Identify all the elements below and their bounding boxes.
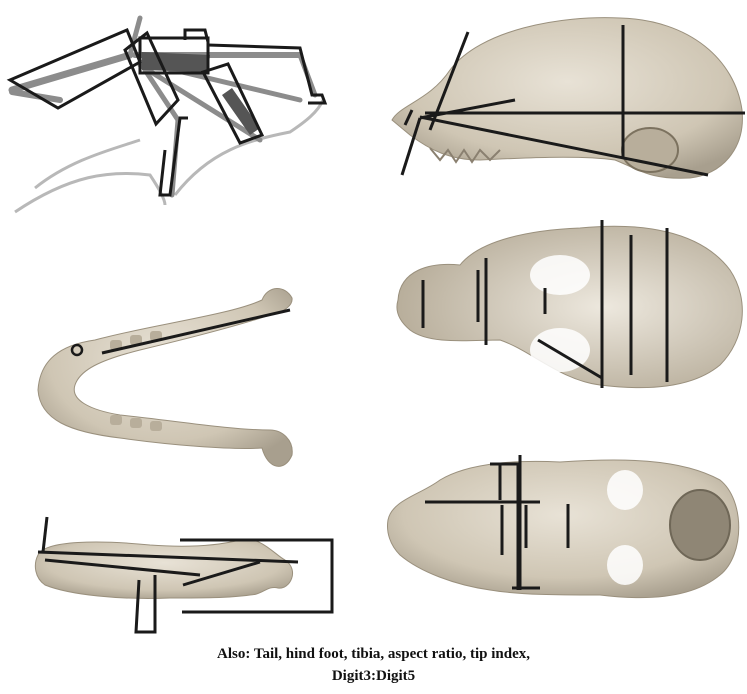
tympanic-bulla xyxy=(670,490,730,560)
caption-line-2: Digit3:Digit5 xyxy=(0,668,747,685)
skull-lateral-panel xyxy=(392,18,745,179)
mandible-top-bone xyxy=(38,288,292,466)
thumb-box xyxy=(185,30,208,42)
wing-panel xyxy=(10,18,325,212)
mandible-lateral-bone xyxy=(35,539,292,598)
orbit xyxy=(622,128,678,172)
skull-ventral-panel xyxy=(388,455,739,598)
mandible-lateral-panel xyxy=(35,517,332,632)
skull-dorsal-panel xyxy=(397,220,742,388)
mandible-top-panel xyxy=(38,288,292,466)
caption-line-1: Also: Tail, hind foot, tibia, aspect rat… xyxy=(0,646,747,663)
